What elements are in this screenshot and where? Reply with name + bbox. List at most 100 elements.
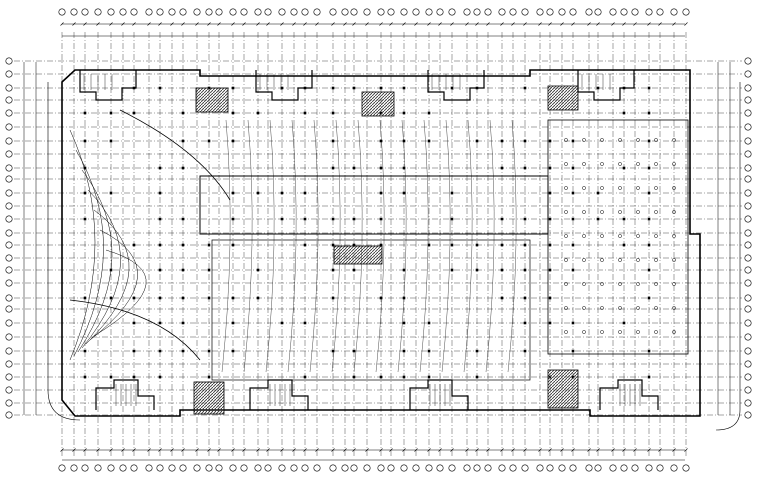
column — [475, 375, 479, 379]
dimension-tick — [352, 22, 356, 26]
column — [231, 349, 235, 353]
grid-bubble-bottom — [400, 464, 408, 472]
grid-bubble-right — [744, 333, 752, 341]
column — [379, 191, 383, 195]
grid-bubble-left — [5, 202, 13, 210]
column — [83, 166, 87, 170]
grid-bubble-right — [744, 150, 752, 158]
grid-bubble-bottom — [119, 464, 127, 472]
column — [402, 86, 406, 90]
grid-bubble-top — [609, 8, 617, 16]
grid-bubble-right — [744, 202, 752, 210]
grid-bubble-left — [5, 189, 13, 197]
grid-bubble-top — [448, 8, 456, 16]
column — [548, 268, 552, 272]
column-cap — [582, 282, 586, 286]
column — [379, 375, 383, 379]
column — [450, 191, 454, 195]
column — [352, 243, 356, 247]
sprinkler-pipe — [353, 119, 363, 373]
grid-bubble-top — [546, 8, 554, 16]
column — [132, 86, 136, 90]
column — [231, 111, 235, 115]
grid-bubble-top — [313, 8, 321, 16]
dimension-tick — [389, 448, 393, 452]
column-cap — [564, 330, 568, 334]
sprinkler-pipe — [265, 119, 275, 373]
dimension-tick — [450, 22, 454, 26]
grid-bubble-bottom — [58, 464, 66, 472]
dimension-tick — [596, 22, 600, 26]
dimension-tick — [256, 448, 260, 452]
grid-bubble-bottom — [70, 464, 78, 472]
grid-bubble-right — [744, 266, 752, 274]
column — [158, 375, 162, 379]
dimension-tick — [427, 22, 431, 26]
column — [647, 243, 651, 247]
column-cap — [582, 210, 586, 214]
column-cap — [582, 258, 586, 262]
column — [331, 243, 335, 247]
dimension-tick — [60, 448, 64, 452]
column — [571, 321, 575, 325]
grid-bubble-top — [205, 8, 213, 16]
column — [158, 86, 162, 90]
dimension-tick — [83, 22, 87, 26]
grid-bubble-right — [744, 347, 752, 355]
grid-bubble-bottom — [350, 464, 358, 472]
dimension-tick — [633, 22, 637, 26]
sprinkler-pipe — [441, 119, 451, 373]
grid-bubble-bottom — [436, 464, 444, 472]
column-cap — [672, 234, 676, 238]
column-cap — [618, 258, 622, 262]
column — [571, 217, 575, 221]
column-cap — [618, 210, 622, 214]
dimension-tick — [684, 22, 688, 26]
sprinkler-pipe — [221, 119, 231, 373]
column — [475, 268, 479, 272]
grid-bubble-right — [744, 109, 752, 117]
column-cap — [672, 162, 676, 166]
column — [548, 139, 552, 143]
grid-bubble-bottom — [94, 464, 102, 472]
dimension-tick — [266, 22, 270, 26]
grid-bubble-top — [240, 8, 248, 16]
column — [181, 111, 185, 115]
column-cap — [618, 162, 622, 166]
column — [523, 166, 527, 170]
dimension-tick — [587, 22, 591, 26]
dimension-tick — [147, 448, 151, 452]
column — [231, 243, 235, 247]
column — [500, 243, 504, 247]
dimension-tick — [548, 448, 552, 452]
dimension-tick — [170, 22, 174, 26]
grid-bubble-top — [521, 8, 529, 16]
column — [475, 139, 479, 143]
dimension-tick — [611, 22, 615, 26]
column-cap — [564, 282, 568, 286]
dimension-tick — [72, 22, 76, 26]
column — [647, 166, 651, 170]
column — [352, 217, 356, 221]
grid-bubble-left — [5, 294, 13, 302]
dimension-tick — [465, 448, 469, 452]
dimension-tick — [365, 448, 369, 452]
dimension-tick — [414, 22, 418, 26]
column — [427, 375, 431, 379]
column — [231, 321, 235, 325]
dimension-tick — [195, 22, 199, 26]
column — [427, 349, 431, 353]
grid-bubble-left — [5, 266, 13, 274]
grid-bubble-bottom — [498, 464, 506, 472]
dimension-tick — [181, 22, 185, 26]
grid-bubble-bottom — [81, 464, 89, 472]
column-cap — [582, 306, 586, 310]
ramp-curves — [69, 109, 517, 373]
ramp-edge — [69, 299, 201, 361]
column — [523, 139, 527, 143]
grid-bubble-top — [350, 8, 358, 16]
column — [83, 111, 87, 115]
grid-bubble-bottom — [341, 464, 349, 472]
column-cap — [564, 234, 568, 238]
